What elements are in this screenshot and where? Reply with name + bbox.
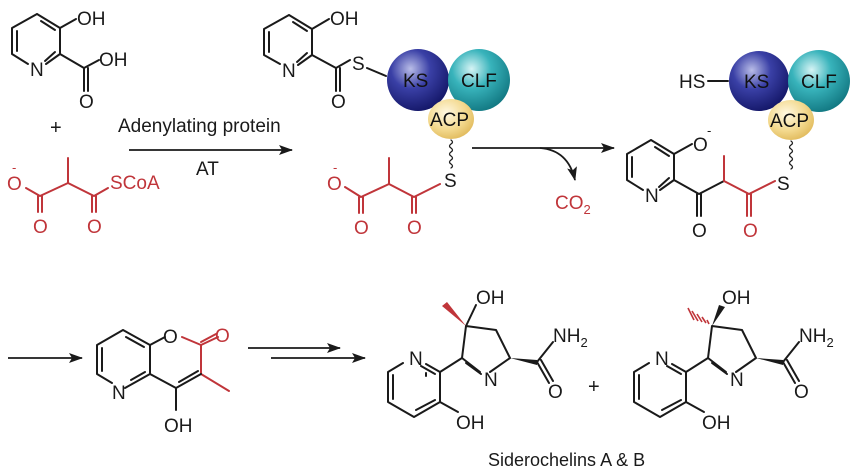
atom-s: S	[444, 171, 457, 192]
atom-o: O	[548, 382, 563, 403]
atom-o: O	[354, 218, 369, 239]
ks-loaded-intermediate: OH N S O	[263, 9, 387, 113]
atom-o: O	[33, 217, 48, 238]
atom-n: N	[645, 186, 659, 207]
atom-o: O	[87, 217, 102, 238]
atom-s: S	[777, 174, 790, 195]
wavy-linker	[788, 140, 794, 170]
beta-ketothioester: O - N O O S	[626, 123, 790, 242]
arrow-label-adenylating-protein: Adenylating protein	[118, 116, 281, 137]
hydroxypicolinic-acid: OH N OH O	[11, 9, 128, 113]
charge-minus: -	[333, 160, 337, 175]
ks-label: KS	[744, 72, 769, 93]
atom-oh: OH	[722, 288, 751, 309]
atom-s: S	[352, 54, 365, 75]
acp-label: ACP	[430, 110, 469, 131]
atom-o: O	[794, 382, 809, 403]
co2-label: CO2	[555, 193, 591, 217]
atom-n: N	[30, 60, 44, 81]
atom-oh: OH	[164, 416, 193, 437]
atom-o: O	[215, 326, 230, 347]
plus-sign: +	[588, 376, 600, 398]
ks-domain	[387, 49, 449, 111]
atom-n: N	[409, 349, 423, 370]
atom-oh: OH	[476, 288, 505, 309]
atom-nh2: NH2	[553, 326, 588, 350]
charge-minus: -	[707, 123, 711, 138]
atom-nh2: NH2	[799, 326, 834, 350]
atom-n: N	[282, 61, 296, 82]
atom-o: O	[79, 92, 94, 113]
arrow-label-at: AT	[196, 159, 219, 180]
atom-oh: OH	[77, 9, 106, 30]
atom-o: O	[163, 327, 178, 348]
siderochelin-b: OH N N NH2 O OH	[633, 288, 834, 434]
clf-domain	[448, 49, 510, 111]
acp-domain	[428, 99, 474, 139]
wavy-linker	[448, 139, 454, 169]
plus-sign: +	[50, 117, 62, 139]
atom-n: N	[730, 370, 744, 391]
atom-oh: OH	[330, 9, 359, 30]
ks-label: KS	[403, 71, 428, 92]
clf-label: CLF	[801, 72, 837, 93]
charge-minus: -	[12, 160, 16, 175]
atom-oh: OH	[99, 50, 128, 71]
atom-o: O	[407, 218, 422, 239]
atom-o: O	[743, 221, 758, 242]
atom-o-minus: O	[693, 135, 708, 156]
acp-label: ACP	[770, 111, 809, 132]
atom-n: N	[655, 349, 669, 370]
reaction-arrow-multistep	[248, 343, 366, 363]
clf-label: CLF	[461, 71, 497, 92]
products-caption: Siderochelins A & B	[488, 450, 645, 470]
atom-o: O	[692, 221, 707, 242]
atom-hs: HS	[679, 72, 705, 93]
pks-complex-2: KS CLF ACP HS	[679, 50, 850, 170]
atom-oh: OH	[456, 413, 485, 434]
hashed-methyl	[687, 307, 710, 325]
clf-domain	[788, 50, 850, 112]
atom-o-minus: O	[327, 174, 342, 195]
atom-o: O	[331, 92, 346, 113]
ks-domain	[729, 51, 789, 111]
atom-n: N	[484, 370, 498, 391]
reaction-arrow-2: CO2	[472, 143, 615, 217]
methylmalonyl-coa: O - O O SCoA	[7, 157, 160, 238]
atom-n: N	[112, 383, 126, 404]
acp-domain	[768, 100, 814, 140]
pyranopyridinone: O O N OH	[96, 326, 230, 437]
atom-scoa: SCoA	[110, 173, 160, 194]
reaction-arrow-1: Adenylating protein AT	[118, 116, 293, 180]
atom-o-minus: O	[7, 174, 22, 195]
atom-oh: OH	[702, 413, 731, 434]
pks-complex-1: KS CLF ACP	[387, 49, 510, 169]
siderochelin-a: OH N N NH2 O OH	[387, 288, 588, 434]
acp-methylmalonyl: O - O O S	[327, 157, 457, 239]
